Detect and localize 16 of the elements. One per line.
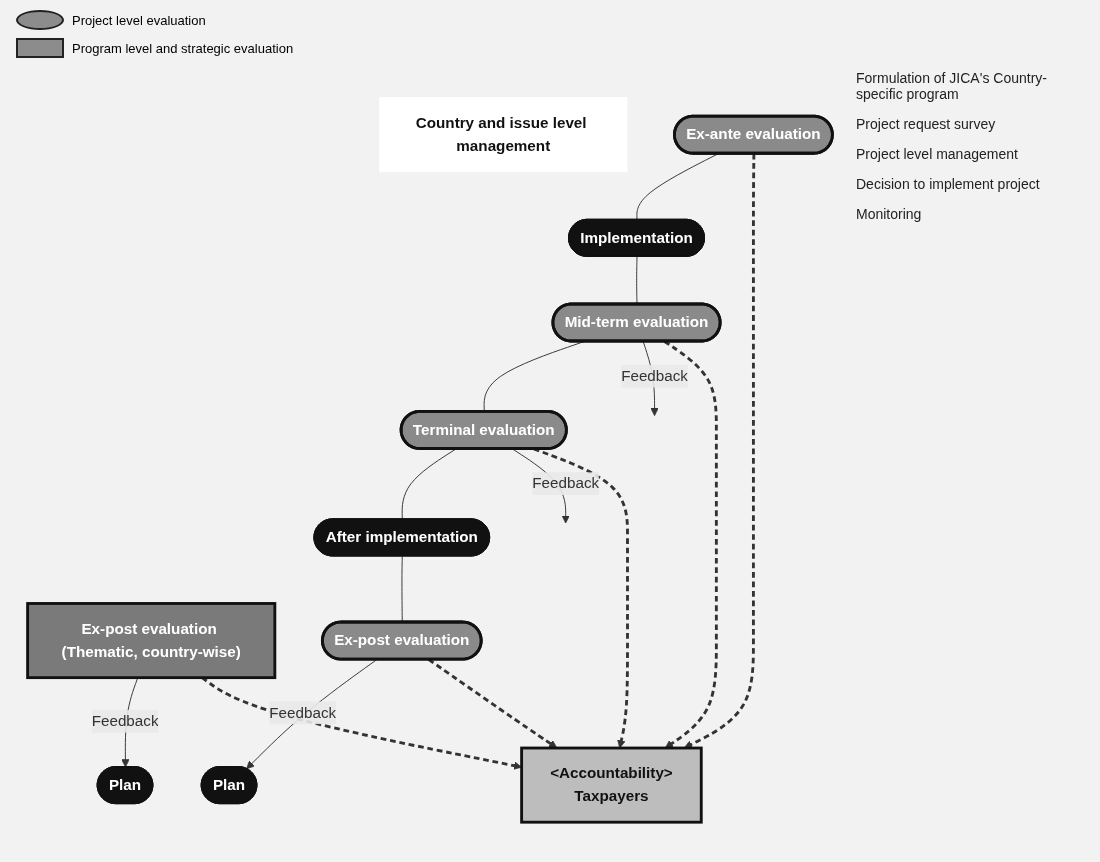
annotation: Project request survey [856, 116, 997, 132]
flowchart: Feedback Feedback Feedback Feedback Ex-post evaluation (Thematic, country-wise) Plan Country and issue level management Plan Ex-post evaluation Ex-ante evaluation After implementation Implementation Terminal evaluation Mid-term evaluation <Accountability> Taxpayers [20, 90, 840, 830]
annotation: Formulation of JICA's Country-specific program [856, 70, 1048, 102]
annotation: Monitoring [856, 206, 923, 222]
node-box [26, 602, 277, 680]
edge-label: Feedback [532, 475, 600, 492]
annotation: Decision to implement project [856, 176, 1041, 192]
arrow [683, 153, 756, 749]
node-box [520, 746, 703, 824]
edge-label: Feedback [91, 712, 159, 729]
legend-text: Program level and strategic evaluation [72, 40, 294, 56]
legend-text: Project level evaluation [72, 12, 206, 28]
connector [636, 256, 638, 305]
annotation: Project level management [856, 146, 1019, 162]
edge-label: Feedback [269, 704, 337, 721]
edge-label: Feedback [621, 367, 688, 384]
